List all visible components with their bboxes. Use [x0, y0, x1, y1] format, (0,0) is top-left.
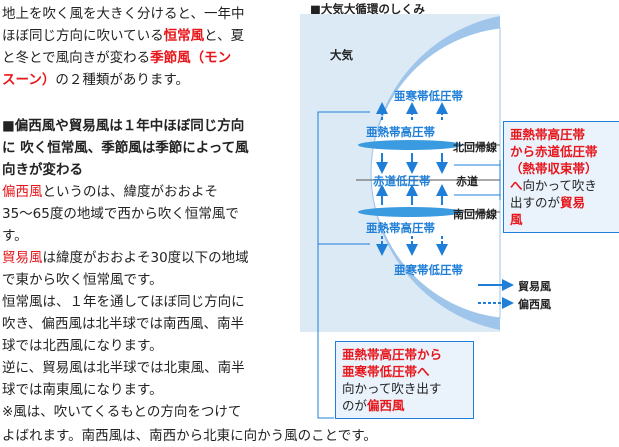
label-equator: 赤道	[456, 175, 478, 188]
p3-line-1: 恒常風は、１年を通してほぼ同じ方向に	[2, 294, 245, 310]
callout-trade-wind: 亜熱帯高圧帯 から赤道低圧帯 （熱帯収束帯） へ向かって吹き 出すのが貿易 風	[503, 121, 619, 233]
label-tropic-s: 南回帰線	[453, 208, 497, 221]
legend-westerly-label: 偏西風	[518, 298, 551, 311]
term-westerly: 偏西風	[2, 184, 43, 200]
label-subpolar-n: 亜寒帯低圧帯	[394, 89, 463, 103]
p1-line-1: 偏西風というのは、緯度がおおよそ	[2, 184, 218, 200]
label-tropic-n: 北回帰線	[453, 141, 497, 154]
p1-line-3: す。	[2, 228, 28, 244]
label-equatorial: 赤道低圧帯	[373, 174, 431, 188]
heading-line-3: 向きが変わる	[2, 162, 83, 178]
p4-line-1: 逆に、貿易風は北半球では北東風、南半	[2, 360, 245, 376]
p3-line-3: 球では北西風になります。	[2, 338, 163, 354]
p4-line-2: 球では南東風になります。	[2, 382, 163, 398]
p5-line-2: よばれます。南西風は、南西から北東に向かう風のことです。	[2, 428, 377, 444]
high-pressure-ellipse-n	[358, 140, 462, 150]
callout-westerly: 亜熱帯高圧帯から 亜寒帯低圧帯へ 向かって吹き出す のが偏西風	[335, 341, 474, 419]
p2-line-2: で東から吹く恒常風です。	[2, 272, 163, 288]
intro-line-3: と冬とで風向きが変わる季節風（モン	[2, 50, 232, 66]
intro-line-4: スーン）の２種類があります。	[2, 72, 189, 88]
heading-line-2: に 吹く恒常風、季節風は季節によって風	[2, 140, 249, 156]
intro-line-2: ほぼ同じ方向に吹いている恒常風と、夏	[2, 28, 245, 44]
label-subtropical-n: 亜熱帯高圧帯	[366, 125, 435, 139]
p1-line-2: 35～65度の地域で西から吹く恒常風で	[2, 206, 239, 222]
term-constant-wind: 恒常風	[163, 28, 205, 44]
p2-line-1: 貿易風は緯度がおおよそ30度以下の地域	[2, 250, 249, 266]
label-subpolar-s: 亜寒帯低圧帯	[394, 263, 463, 277]
figure-title: ■大気大循環のしくみ	[310, 2, 425, 16]
high-pressure-ellipse-s	[358, 207, 462, 217]
p3-line-2: 吹き、偏西風は北半球では南西風、南半	[2, 316, 245, 332]
label-atmosphere: 大気	[330, 48, 353, 62]
p5-line-1: ※風は、吹いてくるもとの方向をつけて	[2, 404, 242, 420]
heading-line-1: ■偏西風や貿易風は１年中ほぼ同じ方向	[2, 118, 245, 134]
intro-line-1: 地上を吹く風を大きく分けると、一年中	[2, 6, 245, 22]
term-trade-wind: 貿易風	[2, 250, 43, 266]
legend-trade-label: 貿易風	[518, 280, 551, 293]
label-subtropical-s: 亜熱帯高圧帯	[366, 221, 435, 235]
term-monsoon: 季節風（モン	[150, 50, 232, 66]
